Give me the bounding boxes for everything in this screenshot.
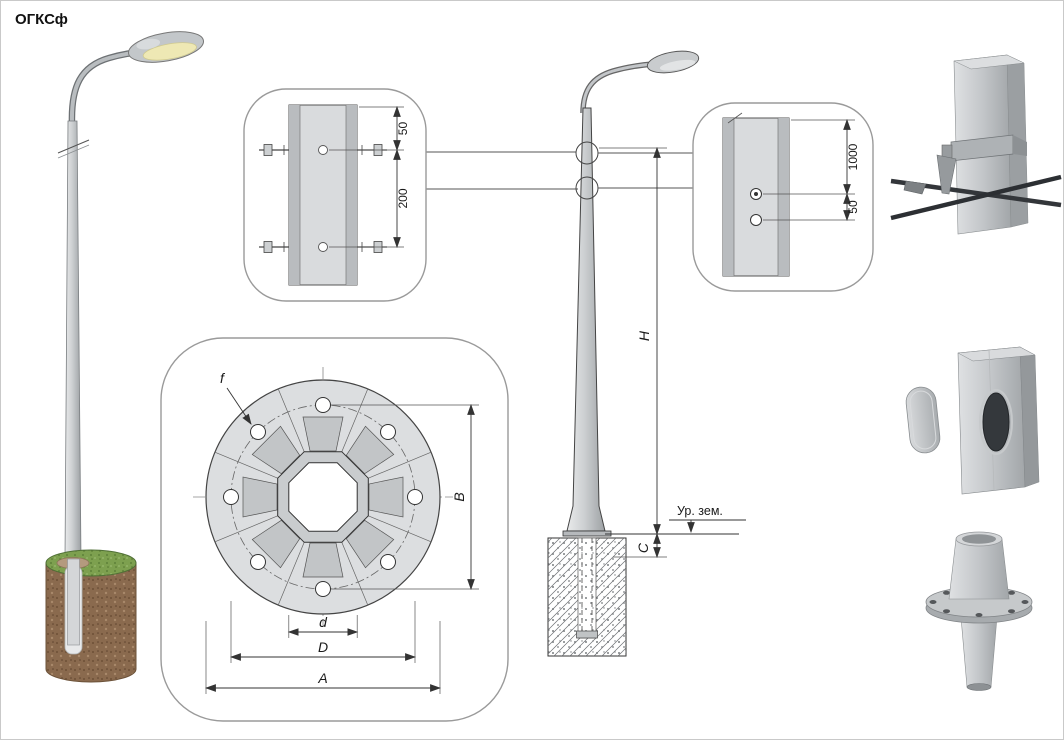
dim-label-d: d — [319, 614, 328, 630]
handhole-rim — [979, 389, 1013, 455]
detail-callout-right: 1000 50 — [692, 102, 874, 292]
flange-ribs — [242, 416, 404, 578]
dim-label-1000: 1000 — [846, 143, 860, 170]
foundation-elevation — [547, 537, 627, 657]
page-title: ОГКСф — [15, 11, 68, 28]
foundation-3d — [45, 549, 137, 683]
flange-bolt-holes-3d — [929, 590, 1029, 617]
handhole-opening — [982, 392, 1010, 452]
ground-level-label: Ур. зем. — [677, 504, 723, 518]
dim-label-200: 200 — [396, 188, 410, 208]
dim-label-B: B — [451, 492, 467, 501]
handhole-3d-render — [905, 346, 1040, 495]
dim-label-A: A — [317, 670, 327, 686]
detail-right-dimensions: 1000 50 — [763, 118, 860, 222]
clamp-3d-render — [890, 54, 1062, 235]
dim-label-50-top: 50 — [396, 122, 410, 136]
flange-3d-render — [925, 531, 1033, 691]
flange-plan-dimensions: f B d D A — [204, 370, 479, 694]
wedge-grip — [903, 180, 927, 195]
pole-section-detail-right — [722, 112, 790, 277]
anchor-rod-2 — [890, 174, 1062, 221]
flange-plan-callout: f B d D A — [160, 337, 509, 722]
dim-label-f: f — [220, 370, 226, 386]
pole-inner-hole — [288, 462, 358, 532]
flange-plan-drawing — [193, 367, 453, 627]
pole-shaft-3d — [64, 120, 82, 560]
lamp-head-3d — [127, 31, 205, 63]
pole-stub-3d — [948, 538, 1010, 600]
handhole-cover — [905, 386, 941, 454]
detail-top-dimensions: 50 200 — [329, 105, 410, 249]
lamp-head-elevation — [646, 50, 700, 74]
base-flange-elevation — [562, 530, 612, 537]
pole-section-detail — [288, 104, 358, 286]
dim-label-D: D — [318, 639, 328, 655]
ground-level-annotation: Ур. зем. — [605, 504, 746, 535]
pole-shaft-elevation — [566, 107, 606, 532]
elevation-dimensions: H C — [599, 146, 667, 559]
cone-grip — [936, 154, 957, 195]
bolt-holes — [223, 397, 423, 597]
pole-3d-render — [45, 31, 205, 683]
detail-callout-top: 50 200 — [243, 88, 578, 302]
dim-label-50-right: 50 — [846, 200, 860, 214]
dim-label-H: H — [636, 330, 652, 341]
dim-label-C: C — [635, 542, 651, 553]
pole-elevation-drawing: Ур. зем. H C — [547, 50, 746, 657]
